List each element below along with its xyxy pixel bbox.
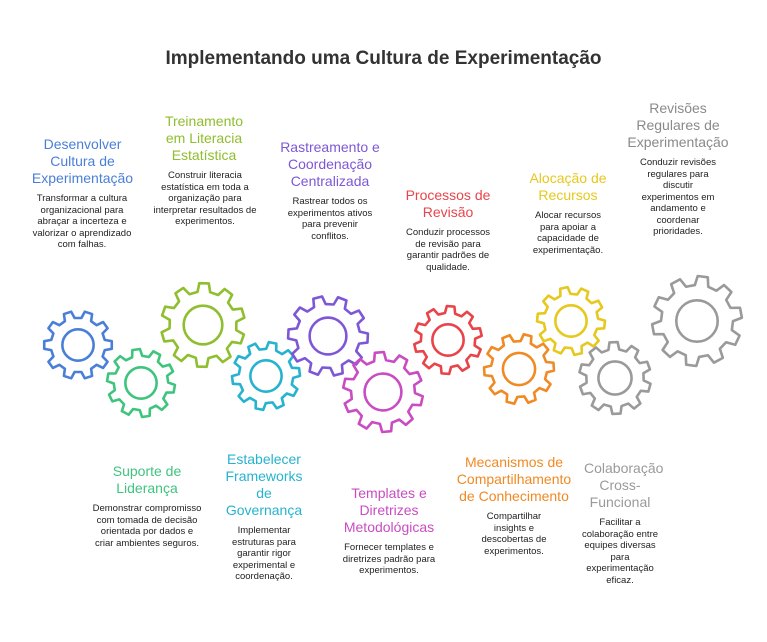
gear-hub bbox=[249, 359, 283, 393]
item-description: Rastrear todos os experimentos ativos pa… bbox=[287, 196, 373, 242]
item-heading: Treinamento em Literacia Estatística bbox=[164, 113, 244, 163]
item-heading: Desenvolver Cultura de Experimentação bbox=[31, 136, 134, 186]
gear-icon-cyan bbox=[230, 340, 302, 412]
item-heading: Mecanismos de Compartilhamento de Conhec… bbox=[456, 454, 572, 504]
gear-outline bbox=[42, 310, 114, 380]
gear-icon-orange bbox=[482, 333, 556, 405]
gear-hub bbox=[308, 316, 348, 356]
diagram-title: Implementando uma Cultura de Experimenta… bbox=[165, 48, 602, 69]
item-heading: Estabelecer Frameworks de Governança bbox=[225, 451, 303, 518]
gear-icon-red bbox=[412, 304, 484, 376]
item-revisoes-regulares: Revisões Regulares de Experimentação Con… bbox=[626, 100, 730, 238]
gear-icon-lime bbox=[160, 281, 246, 369]
item-heading: Alocação de Recursos bbox=[529, 170, 607, 203]
gear-hub bbox=[124, 366, 158, 400]
gear-hub bbox=[182, 304, 224, 346]
gear-icon-lightgray bbox=[578, 340, 652, 416]
item-suporte-lideranca: Suporte de Liderança Demonstrar compromi… bbox=[92, 463, 202, 549]
gear-hub bbox=[674, 298, 719, 343]
item-description: Facilitar a colaboração entre equipes di… bbox=[581, 517, 659, 586]
gear-outline bbox=[341, 350, 425, 434]
gear-hub bbox=[554, 304, 588, 338]
gear-outline bbox=[105, 347, 177, 419]
item-mecanismos-compartilhamento: Mecanismos de Compartilhamento de Conhec… bbox=[448, 454, 580, 557]
gear-hub bbox=[61, 328, 95, 362]
gear-outline bbox=[230, 340, 302, 412]
item-heading: Colaboração Cross-Funcional bbox=[584, 460, 664, 510]
item-treinamento-literacia: Treinamento em Literacia Estatística Con… bbox=[142, 113, 267, 228]
gear-hub bbox=[501, 351, 537, 387]
gear-outline bbox=[535, 285, 607, 357]
gear-outline bbox=[650, 274, 744, 368]
item-alocacao-recursos: Alocação de Recursos Alocar recursos par… bbox=[518, 170, 618, 256]
gear-icon-yellow bbox=[535, 285, 607, 357]
gear-icon-gray bbox=[650, 274, 744, 368]
item-heading: Revisões Regulares de Experimentação bbox=[627, 100, 729, 150]
item-desenvolver-cultura: Desenvolver Cultura de Experimentação Tr… bbox=[20, 136, 145, 251]
item-heading: Rastreamento e Coordenação Centralizada bbox=[280, 139, 380, 189]
gear-icon-green bbox=[105, 347, 177, 419]
gear-hub bbox=[597, 360, 633, 396]
item-templates-diretrizes: Templates e Diretrizes Metodológicas For… bbox=[328, 485, 450, 577]
item-description: Conduzir revisões regulares para discuti… bbox=[639, 157, 717, 237]
item-colaboracao-cross-funcional: Colaboração Cross-Funcional Facilitar a … bbox=[570, 460, 670, 586]
gear-hub bbox=[431, 323, 465, 357]
item-description: Demonstrar compromisso com tomada de dec… bbox=[92, 503, 202, 549]
item-processos-revisao: Processos de Revisão Conduzir processos … bbox=[392, 187, 504, 273]
item-description: Conduzir processos de revisão para garan… bbox=[406, 227, 490, 273]
item-description: Transformar a cultura organizacional par… bbox=[32, 193, 132, 250]
gear-outline bbox=[578, 340, 652, 416]
item-description: Compartilhar insights e descobertas de e… bbox=[481, 511, 547, 557]
item-heading: Suporte de Liderança bbox=[112, 463, 182, 496]
gear-hub bbox=[363, 372, 403, 412]
gear-icon-magenta bbox=[341, 350, 425, 434]
item-heading: Processos de Revisão bbox=[405, 187, 491, 220]
gear-outline bbox=[482, 333, 556, 405]
gear-outline bbox=[286, 295, 370, 377]
item-description: Alocar recursos para apoiar a capacidade… bbox=[532, 210, 604, 256]
gear-icon-blue bbox=[42, 310, 114, 380]
gear-icon-purple bbox=[286, 295, 370, 377]
item-description: Construir literacia estatística em toda … bbox=[153, 170, 257, 227]
gear-outline bbox=[412, 304, 484, 376]
gear-outline bbox=[160, 281, 246, 369]
item-description: Implementar estruturas para garantir rig… bbox=[232, 525, 296, 582]
item-description: Fornecer templates e diretrizes padrão p… bbox=[342, 542, 436, 576]
item-heading: Templates e Diretrizes Metodológicas bbox=[343, 485, 435, 535]
item-estabelecer-frameworks: Estabelecer Frameworks de Governança Imp… bbox=[212, 451, 316, 583]
item-rastreamento-coordenacao: Rastreamento e Coordenação Centralizada … bbox=[270, 139, 390, 242]
